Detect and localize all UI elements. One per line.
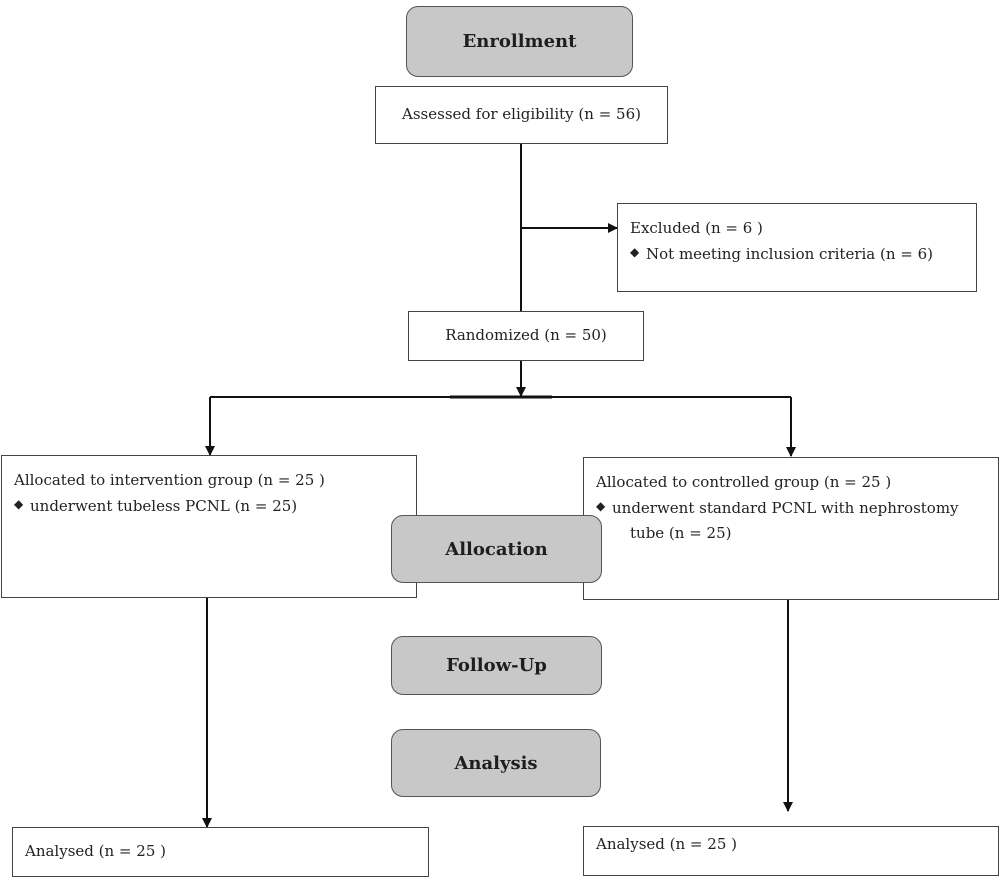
box-intervention-group: Allocated to intervention group (n = 25 … bbox=[1, 455, 417, 598]
stage-analysis: Analysis bbox=[391, 729, 601, 797]
excluded-reason: Not meeting inclusion criteria (n = 6) bbox=[646, 244, 934, 263]
control-detail-line1: underwent standard PCNL with nephrostomy bbox=[612, 498, 959, 517]
box-analysed-control: Analysed (n = 25 ) bbox=[583, 826, 999, 876]
box-control-group: Allocated to controlled group (n = 25 ) … bbox=[583, 457, 999, 600]
intervention-detail-row: ◆ underwent tubeless PCNL (n = 25) bbox=[14, 494, 404, 520]
stage-follow-up: Follow-Up bbox=[391, 636, 602, 695]
excluded-title: Excluded (n = 6 ) bbox=[630, 219, 763, 237]
bullet-icon: ◆ bbox=[596, 498, 606, 513]
stage-enrollment-label: Enrollment bbox=[462, 31, 577, 52]
intervention-detail: underwent tubeless PCNL (n = 25) bbox=[30, 496, 298, 515]
box-assessed-eligibility: Assessed for eligibility (n = 56) bbox=[375, 86, 668, 144]
stage-allocation: Allocation bbox=[391, 515, 602, 583]
stage-allocation-label: Allocation bbox=[445, 538, 548, 560]
box-randomized: Randomized (n = 50) bbox=[408, 311, 644, 361]
bullet-icon: ◆ bbox=[630, 244, 640, 259]
intervention-title: Allocated to intervention group (n = 25 … bbox=[14, 471, 325, 489]
assessed-label: Assessed for eligibility (n = 56) bbox=[402, 105, 641, 124]
stage-follow-up-label: Follow-Up bbox=[446, 655, 547, 676]
box-excluded: Excluded (n = 6 ) ◆ Not meeting inclusio… bbox=[617, 203, 977, 292]
control-detail-line2: tube (n = 25) bbox=[630, 524, 732, 542]
analysed-left-label: Analysed (n = 25 ) bbox=[25, 842, 166, 861]
control-detail-row: ◆ underwent standard PCNL with nephrosto… bbox=[596, 496, 986, 522]
analysed-right-label: Analysed (n = 25 ) bbox=[596, 835, 737, 854]
box-analysed-intervention: Analysed (n = 25 ) bbox=[12, 827, 429, 877]
randomized-label: Randomized (n = 50) bbox=[445, 326, 607, 345]
stage-enrollment: Enrollment bbox=[406, 6, 633, 77]
bullet-icon: ◆ bbox=[14, 496, 24, 511]
excluded-reason-row: ◆ Not meeting inclusion criteria (n = 6) bbox=[630, 242, 964, 268]
stage-analysis-label: Analysis bbox=[454, 752, 538, 774]
control-title: Allocated to controlled group (n = 25 ) bbox=[596, 473, 892, 491]
